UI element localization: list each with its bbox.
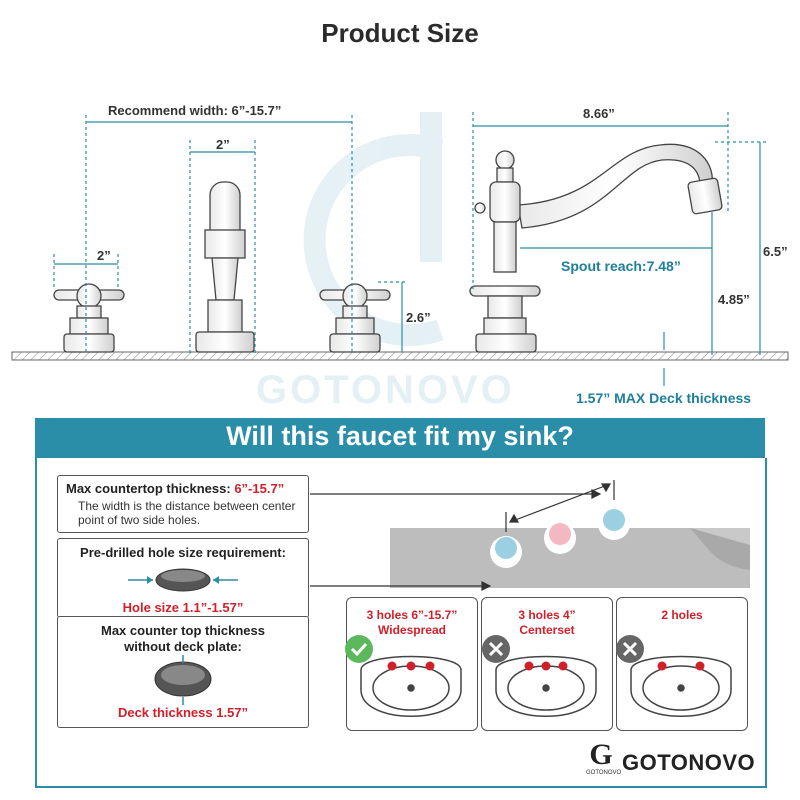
brand-name: GOTONOVO: [622, 750, 756, 775]
page-title: Product Size: [321, 18, 479, 48]
countertop-value: 6”-15.7”: [234, 481, 285, 496]
side-spout-drawing: [469, 143, 723, 353]
option-centerset-line1: 3 holes 4”: [518, 608, 576, 622]
option-widespread-line2: Widespread: [378, 623, 446, 637]
brand-logo-small: GOTONOVO: [586, 770, 622, 776]
hole-size-box: Pre-drilled hole size requirement: Hole …: [57, 538, 309, 618]
basin-drawings: [360, 655, 732, 717]
watermark-logo: [303, 112, 444, 346]
option-two-holes-line1: 2 holes: [661, 608, 703, 622]
fit-title: Will this faucet fit my sink?: [226, 421, 574, 451]
spout-base-width-label: 2”: [97, 248, 111, 263]
countertop-box: Max countertop thickness: 6”-15.7” The w…: [57, 475, 309, 533]
basin-two-holes: [630, 655, 732, 717]
handle-height-label: 2.6”: [406, 310, 431, 325]
check-icon: [345, 635, 373, 663]
spout-height-label: 4.85”: [718, 292, 750, 307]
deck-thickness-label: 1.57” MAX Deck thickness: [576, 390, 752, 406]
basin-centerset: [495, 655, 597, 717]
right-handle-drawing: [319, 283, 391, 353]
hole-size-value: Hole size 1.1”-1.57”: [122, 600, 244, 615]
recommend-width-label: Recommend width: 6”-15.7”: [108, 103, 282, 118]
countertop-desc: The width is the distance between center…: [78, 499, 296, 527]
total-height-label: 6.5”: [763, 244, 788, 259]
dimension-lines: [53, 112, 768, 386]
option-centerset-line2: Centerset: [519, 623, 575, 637]
watermark-text: GOTONOVO: [256, 368, 515, 412]
product-diagram: [11, 112, 789, 386]
total-length-label: 8.66”: [583, 106, 615, 121]
hole-size-title: Pre-drilled hole size requirement:: [80, 545, 286, 560]
deck-icon: [154, 655, 212, 705]
deck-title: Max counter top thickness without deck p…: [101, 623, 265, 654]
center-spout-drawing: [195, 181, 255, 353]
fit-banner: [35, 418, 765, 458]
deck-box: Max counter top thickness without deck p…: [57, 616, 309, 728]
cross-icon-two-holes: [616, 635, 644, 663]
brand-logo-letter: G: [589, 738, 613, 771]
option-widespread-line1: 3 holes 6”-15.7”: [366, 608, 458, 622]
hole-size-icon: [128, 568, 238, 592]
countertop: [11, 351, 789, 361]
basin-widespread: [360, 655, 462, 717]
countertop-label: Max countertop thickness:: [66, 481, 231, 496]
handle-width-label: 2”: [216, 137, 230, 152]
sink-illustration: [310, 480, 750, 591]
deck-value: Deck thickness 1.57”: [117, 705, 249, 720]
spout-reach-label: Spout reach:7.48”: [561, 258, 681, 274]
left-handle-drawing: [53, 283, 125, 353]
cross-icon: [482, 635, 510, 663]
brand-logo: G GOTONOVO: [586, 738, 622, 780]
